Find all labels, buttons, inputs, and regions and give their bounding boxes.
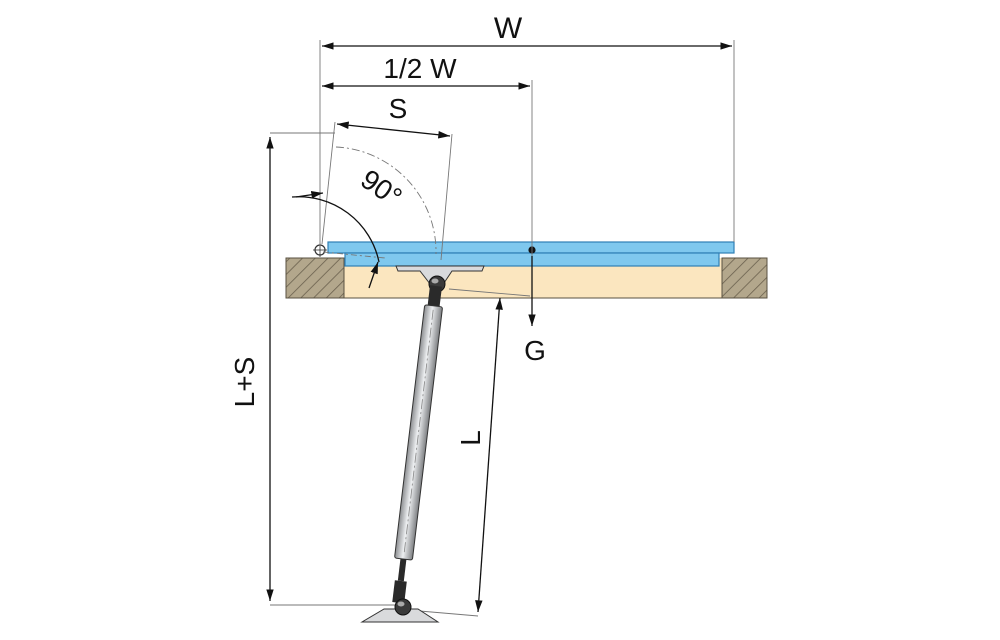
bottom-ball-joint	[394, 598, 412, 616]
lid-panel	[313, 241, 735, 267]
gas-strut	[392, 285, 443, 604]
label-half-w: 1/2 W	[383, 53, 457, 84]
dimension-lines	[266, 42, 732, 613]
dim-s-line	[336, 121, 451, 139]
strut-cylinder	[394, 304, 443, 561]
label-angle: 90°	[355, 163, 407, 213]
dim-l-line	[475, 297, 503, 613]
strut-top-fitting	[427, 285, 442, 309]
strut-bottom-fitting	[392, 580, 407, 604]
frame-right	[721, 257, 768, 299]
dimension-labels: W 1/2 W S 90° G L L+S	[229, 12, 546, 446]
frame-left	[285, 257, 345, 299]
label-l: L	[455, 430, 486, 446]
bottom-bracket	[360, 598, 440, 623]
angle-arc	[291, 196, 380, 263]
label-s: S	[389, 93, 408, 124]
strut-rod	[397, 558, 407, 582]
label-l-plus-s: L+S	[229, 357, 260, 408]
label-w: W	[494, 12, 523, 45]
construction-lines	[270, 40, 735, 617]
label-g: G	[524, 335, 546, 366]
